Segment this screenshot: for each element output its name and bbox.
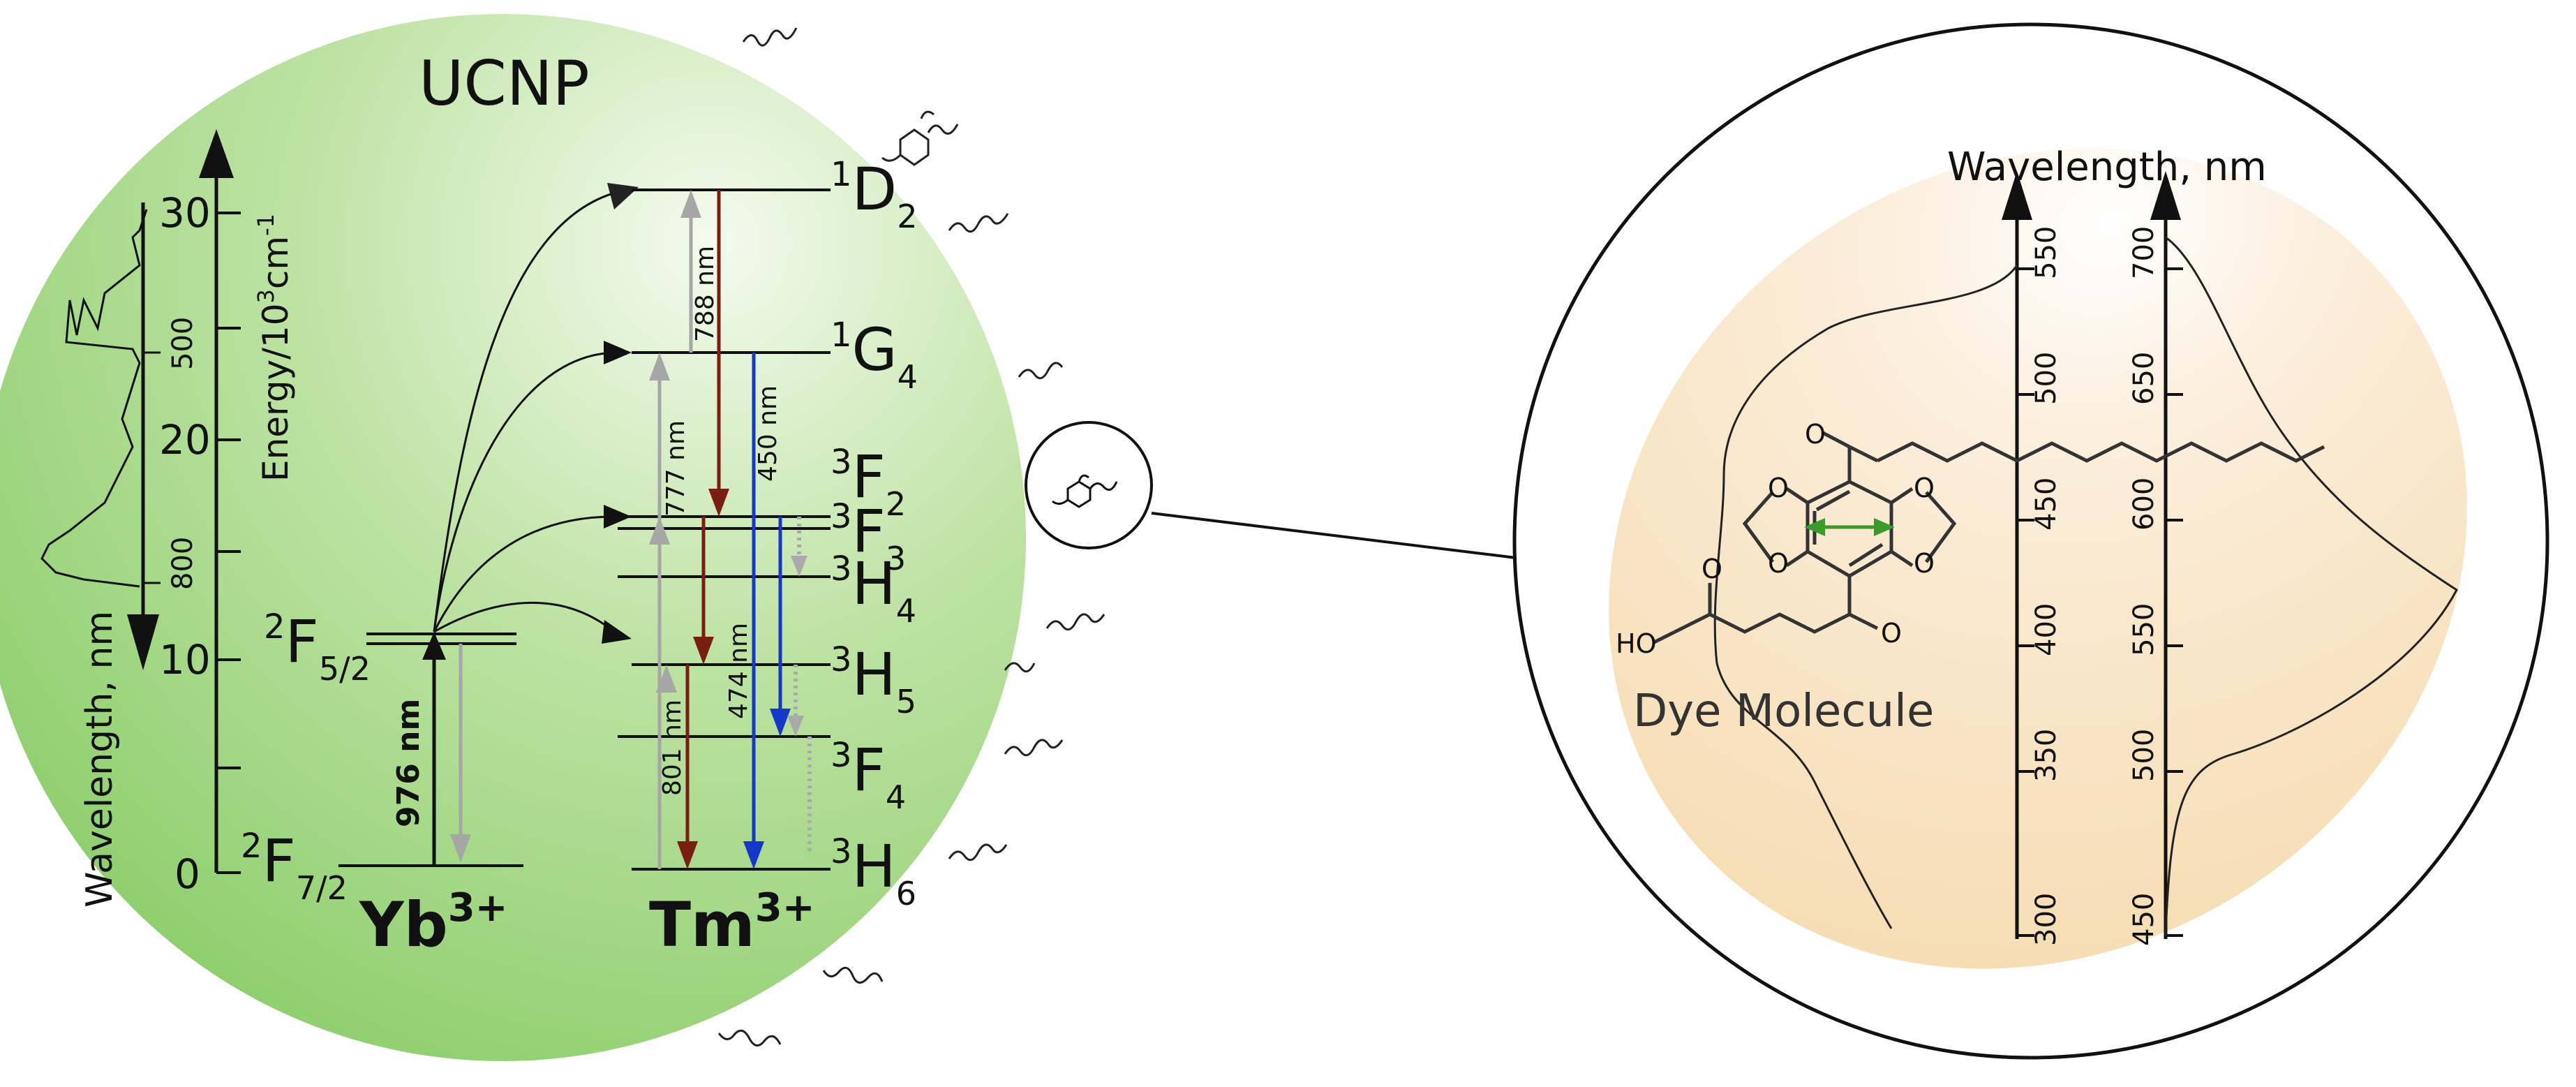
arrowhead-relaxation: [791, 556, 807, 577]
axis-1-tick-500: 500: [2030, 352, 2062, 405]
arrowhead-red: [708, 489, 729, 517]
energy-tick-0: 0: [174, 850, 200, 898]
tm-level-F3: 3F3: [831, 497, 906, 577]
energy-transfer-curves: [433, 191, 618, 633]
energy-tick-10: 10: [159, 636, 211, 683]
wavelength-tick-800: 800: [167, 537, 199, 590]
transfer-head-D2: [607, 183, 639, 209]
ucnp-title: UCNP: [419, 47, 590, 119]
tm-level-H5: 3H5: [831, 640, 916, 720]
absorption-spectrum: [1713, 265, 2018, 929]
yb-ion-label: Yb3+: [359, 885, 508, 961]
emission-spectrum-dye: [2164, 236, 2458, 936]
dye-molecule-atoms: O O O O O O O HO: [1616, 419, 1935, 659]
axis-2-tick-550: 550: [2128, 603, 2160, 656]
surface-ligands: [717, 27, 1105, 1047]
atom-o: O: [1914, 548, 1935, 579]
energy-axis-arrowhead: [199, 129, 234, 178]
yb-levels: [338, 633, 523, 867]
label-801nm: 801 nm: [658, 700, 687, 796]
tm-blue-emission-arrows: [752, 353, 782, 845]
atom-o: O: [1768, 473, 1789, 503]
transfer-head-G4: [604, 341, 632, 364]
energy-axis-ticks: [216, 212, 241, 874]
wavelength-axis-arrowhead: [127, 614, 159, 670]
yb-absorption-arrowhead: [422, 632, 446, 660]
atom-ho: HO: [1616, 628, 1656, 659]
atom-o: O: [1702, 554, 1722, 584]
zoom-ligand: [1052, 474, 1118, 508]
label-788nm: 788 nm: [691, 246, 720, 342]
wavelength-axis-title: Wavelength, nm: [1947, 145, 2267, 190]
particle-circle: [0, 14, 1026, 1061]
arrowhead-gray: [680, 190, 701, 218]
tm-level-F2: 3F2: [831, 443, 906, 523]
dye-molecule-label: Dye Molecule: [1633, 686, 1934, 737]
arrowhead-red: [677, 841, 698, 869]
tm-level-G4: 1G4: [831, 316, 918, 396]
tm-level-H4: 3H4: [831, 549, 916, 630]
label-474nm: 474 nm: [724, 623, 753, 719]
label-450nm: 450 nm: [754, 385, 782, 482]
axis-1-tick-400: 400: [2030, 603, 2062, 656]
label-976nm: 976 nm: [391, 699, 426, 827]
axis-1-tick-450: 450: [2030, 478, 2062, 531]
arrowhead-gray: [649, 353, 670, 380]
axis-2-tick-700: 700: [2128, 226, 2160, 279]
emission-spectrum: [40, 209, 148, 588]
tm-level-D2: 1D2: [831, 155, 918, 235]
atom-o: O: [1881, 618, 1902, 649]
axis-2-tick-500: 500: [2128, 729, 2160, 782]
nonradiative-relaxation: [794, 517, 812, 855]
zoom-connector: [1151, 512, 1522, 560]
energy-axis-label: Energy/103cm-1: [253, 214, 296, 482]
axis-2-tick-450: 450: [2128, 893, 2160, 946]
ucnp-particle: UCNP 30 20 10 0 Energy/103cm-1 500 800 W…: [0, 14, 1105, 1061]
energy-tick-30: 30: [159, 189, 211, 237]
tm-ion-label: Tm3+: [649, 885, 815, 961]
zoom-view: Wavelength, nm 550 500 450 400 350 300 7…: [1512, 22, 2549, 1060]
dipole-arrowhead-left: [1804, 518, 1825, 536]
axis-2-tick-650: 650: [2128, 352, 2160, 405]
dye-halo: [1609, 148, 2467, 969]
zoom-small-circle: [1025, 421, 1153, 549]
yb-emission-arrowhead: [450, 834, 471, 862]
transfer-head-H5: [602, 620, 632, 644]
energy-tick-20: 20: [159, 416, 211, 464]
dye-molecule: [1653, 431, 2325, 644]
wavelength-tick-500: 500: [167, 317, 199, 370]
atom-o: O: [1914, 473, 1935, 503]
axis-1-arrowhead: [2002, 171, 2032, 220]
label-777nm: 777 nm: [662, 420, 690, 517]
arrowhead-blue: [743, 841, 764, 869]
tm-level-H6: 3H6: [831, 832, 916, 912]
axis-1-tick-300: 300: [2030, 893, 2062, 946]
arrowhead-gray: [649, 517, 670, 545]
arrowhead-red: [693, 637, 714, 665]
yb-level-F7/2: 2F7/2: [241, 827, 348, 907]
tm-level-F4: 3F4: [831, 736, 906, 816]
axis-1-ticks: [2017, 267, 2034, 937]
tm-level-labels: 1D2 1G4 3F2 3F3 3H4 3H5 3F4 3H6: [831, 155, 918, 912]
atom-o: O: [1768, 548, 1789, 579]
yb-level-F5/2: 2F5/2: [264, 607, 371, 688]
arrowhead-relaxation: [787, 716, 804, 737]
tm-excitation-arrows: [657, 202, 693, 869]
dipole-arrowhead-right: [1874, 518, 1895, 536]
axis-1-tick-350: 350: [2030, 729, 2062, 782]
axis-2-tick-600: 600: [2128, 478, 2160, 531]
arrowhead-blue: [770, 709, 791, 737]
zoom-indicator: [1025, 421, 1522, 560]
arrowhead-gray: [656, 665, 677, 693]
axis-2-arrowhead: [2150, 171, 2181, 220]
tm-red-emission-arrows: [685, 190, 721, 845]
axis-2-ticks: [2166, 267, 2183, 937]
atom-o: O: [1805, 419, 1826, 450]
wavelength-axis-label: Wavelength, nm: [79, 611, 121, 908]
axis-1-tick-550: 550: [2030, 226, 2062, 279]
